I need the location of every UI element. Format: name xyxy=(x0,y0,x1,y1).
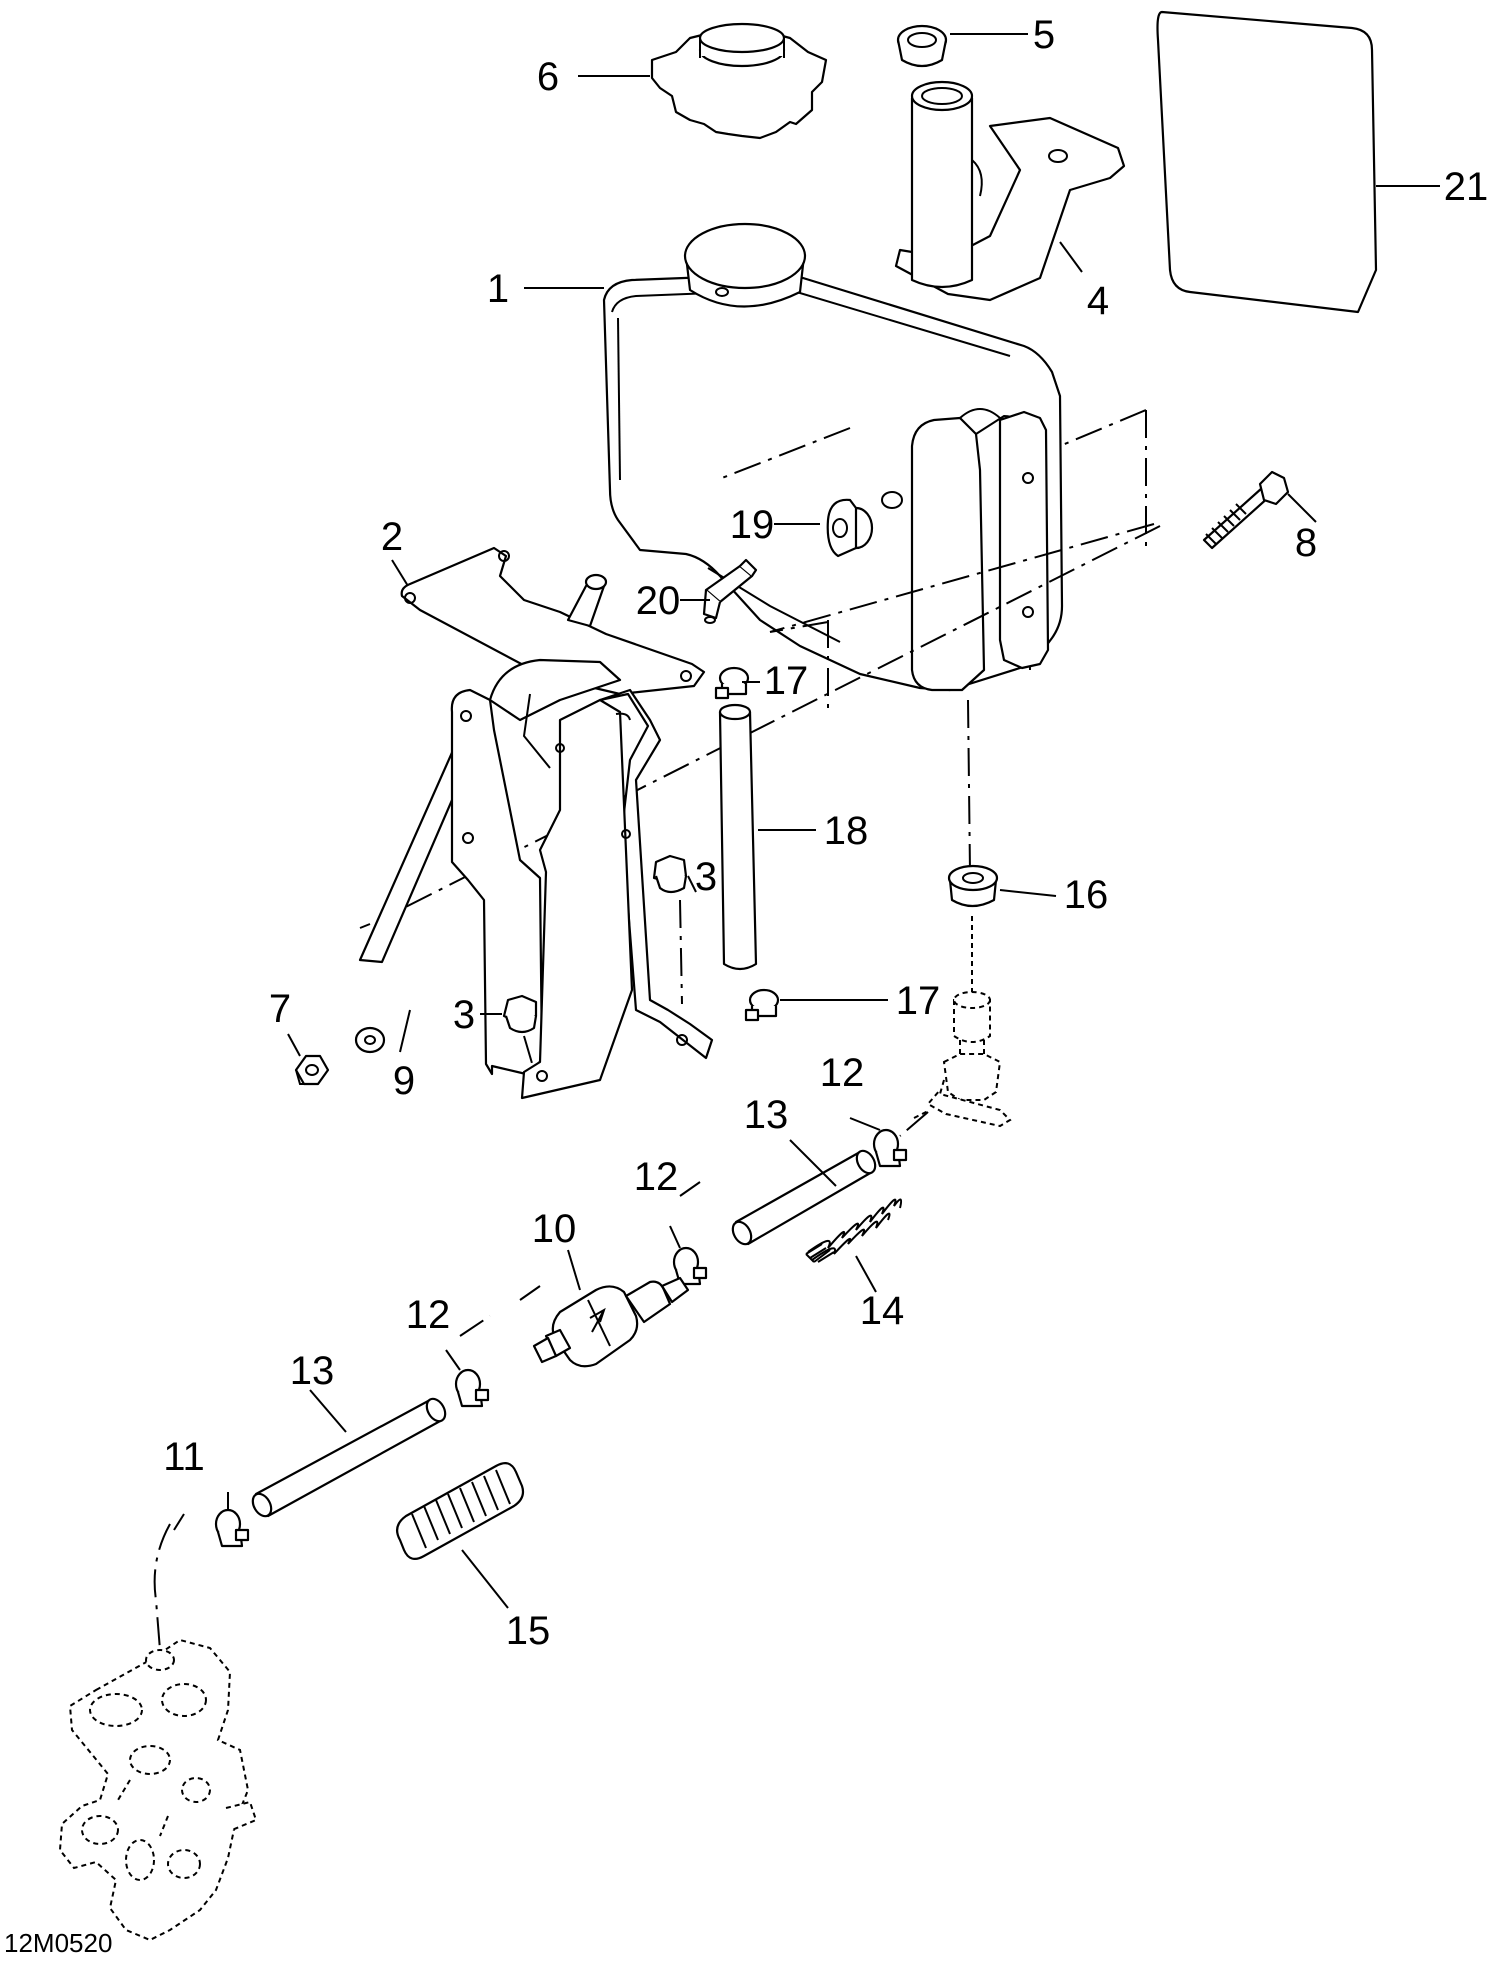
callout-13-upper: 13 xyxy=(744,1093,789,1137)
part-12-clamp-right xyxy=(872,1128,908,1168)
callout-8: 8 xyxy=(1295,521,1317,565)
assembly-centerlines xyxy=(359,409,1161,929)
part-11-clamp xyxy=(214,1508,250,1548)
callout-3-lower: 3 xyxy=(453,993,475,1037)
callout-12-right: 12 xyxy=(820,1051,865,1095)
part-15-spring xyxy=(395,1461,525,1561)
part-10-fuel-filter xyxy=(532,1276,690,1368)
part-6-filler-cap xyxy=(650,22,828,140)
part-13-hose-upper xyxy=(731,1149,877,1246)
callout-12-middle: 12 xyxy=(634,1155,679,1199)
callout-12-left: 12 xyxy=(406,1293,451,1337)
part-7-nut xyxy=(294,1054,330,1086)
figure-code: 12M0520 xyxy=(4,1928,112,1958)
callout-9: 9 xyxy=(393,1059,415,1103)
callout-15: 15 xyxy=(506,1609,551,1653)
part-18-fuel-hose xyxy=(718,703,758,971)
callout-2: 2 xyxy=(381,515,403,559)
callout-5: 5 xyxy=(1033,13,1055,57)
part-13-hose-lower xyxy=(251,1397,447,1518)
part-14-spring xyxy=(805,1198,903,1263)
callout-17-lower: 17 xyxy=(896,979,941,1023)
part-20-elbow-fitting xyxy=(702,558,758,624)
part-17-clamp-upper xyxy=(714,666,750,700)
fuel-pump-reference xyxy=(58,1638,258,1942)
callout-10: 10 xyxy=(532,1207,577,1251)
callout-6: 6 xyxy=(537,55,559,99)
callout-13-lower: 13 xyxy=(290,1349,335,1393)
callout-14: 14 xyxy=(860,1289,905,1333)
part-4-filler-neck-bracket xyxy=(894,80,1126,302)
part-17-clamp-lower xyxy=(744,988,780,1022)
part-3-nut-upper xyxy=(652,854,688,1005)
callout-17-upper: 17 xyxy=(764,659,809,703)
pump-outlet-reference xyxy=(913,916,1012,1128)
leader-lines xyxy=(227,33,1440,1609)
part-21-decal xyxy=(1156,10,1378,314)
callout-20: 20 xyxy=(636,579,681,623)
part-5-grommet xyxy=(896,24,948,68)
part-3-nut-lower xyxy=(502,994,538,1071)
callout-18: 18 xyxy=(824,809,869,853)
callout-1: 1 xyxy=(487,267,509,311)
callout-7: 7 xyxy=(269,987,291,1031)
callout-4: 4 xyxy=(1087,279,1109,323)
part-19-grommet xyxy=(826,498,874,558)
callout-11: 11 xyxy=(163,1435,205,1479)
callout-labels: 1 2 3 3 4 5 6 7 8 9 10 11 12 12 12 13 13… xyxy=(163,13,1488,1653)
callout-21: 21 xyxy=(1444,165,1489,209)
fuel-line-path xyxy=(153,1111,929,1651)
part-2-tank-support-bracket xyxy=(358,546,714,1100)
part-1-fuel-tank xyxy=(602,222,1064,692)
part-12-clamp-left xyxy=(454,1368,490,1408)
callout-3-upper: 3 xyxy=(695,855,717,899)
part-8-bolt xyxy=(1202,470,1290,550)
callout-16: 16 xyxy=(1064,873,1109,917)
part-9-washer xyxy=(354,1026,386,1054)
callout-19: 19 xyxy=(730,503,775,547)
part-16-grommet xyxy=(947,864,999,908)
